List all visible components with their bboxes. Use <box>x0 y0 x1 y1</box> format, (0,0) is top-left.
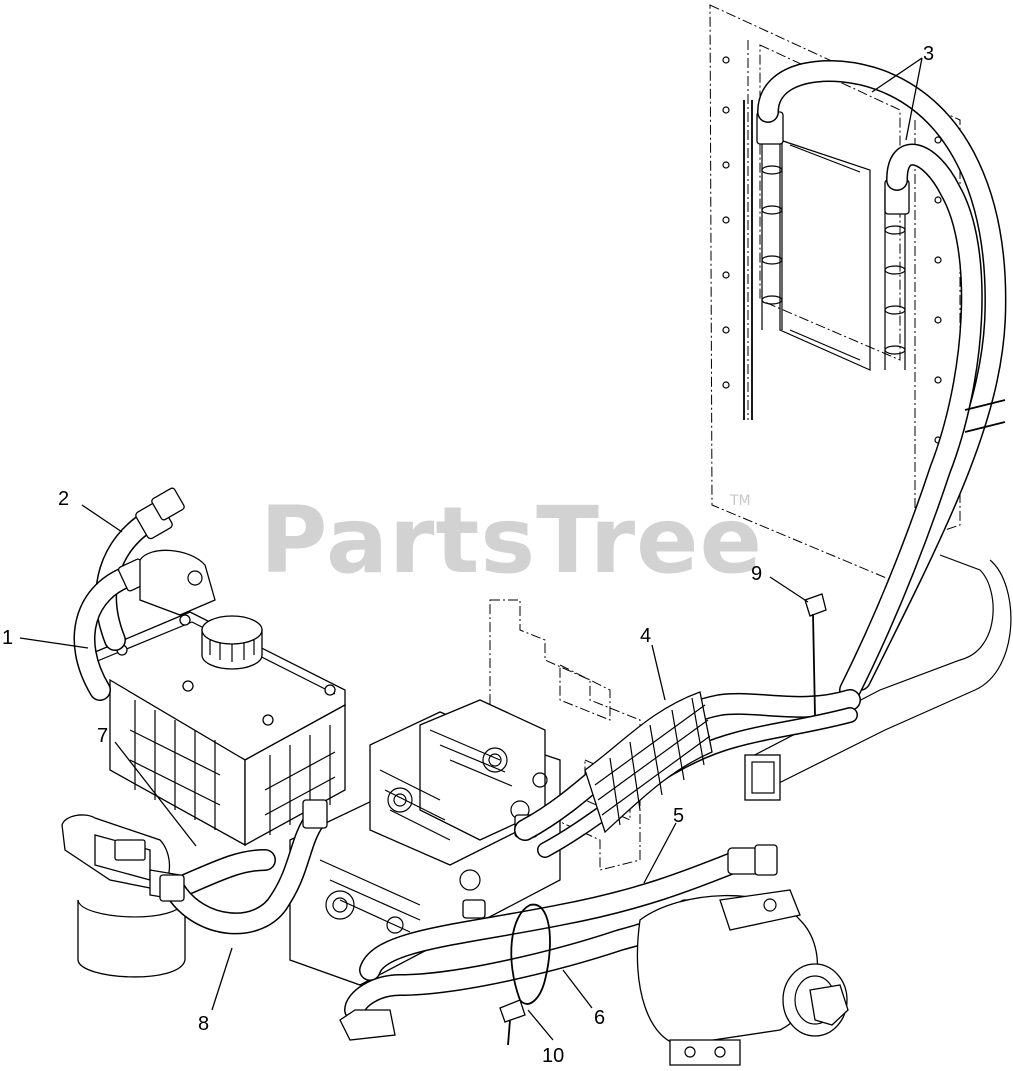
callout-8: 8 <box>198 1013 209 1035</box>
callout-labels: 2 1 3 4 5 6 7 8 9 10 <box>2 43 934 1067</box>
callout-6: 6 <box>594 1007 605 1029</box>
watermark: PartsTree TM <box>260 487 763 594</box>
callout-4: 4 <box>640 625 651 647</box>
callout-9: 9 <box>751 563 762 585</box>
hose-item-3 <box>757 60 1007 701</box>
watermark-text: PartsTree <box>260 487 763 594</box>
callout-2: 2 <box>58 488 69 510</box>
hose-item-5 <box>359 844 778 981</box>
callout-3: 3 <box>923 43 934 65</box>
callout-7: 7 <box>97 725 108 747</box>
callout-5: 5 <box>673 805 684 827</box>
hose-item-2 <box>95 487 185 651</box>
hose-item-7 <box>174 849 276 896</box>
cable-tie-item-9 <box>804 593 827 716</box>
callout-1: 1 <box>2 627 13 649</box>
callout-leaders <box>19 57 923 1041</box>
manifold-block <box>139 549 216 616</box>
hose-clamp-item-10 <box>499 903 551 1046</box>
hose-item-8 <box>159 799 328 935</box>
wheel-motor <box>636 889 849 1066</box>
mesh-sleeve <box>584 691 713 834</box>
frame-tube <box>744 554 1012 801</box>
watermark-trademark: TM <box>729 493 751 509</box>
callout-10: 10 <box>542 1045 564 1067</box>
hydraulic-reservoir <box>87 611 346 847</box>
hose-item-4 <box>514 689 861 858</box>
